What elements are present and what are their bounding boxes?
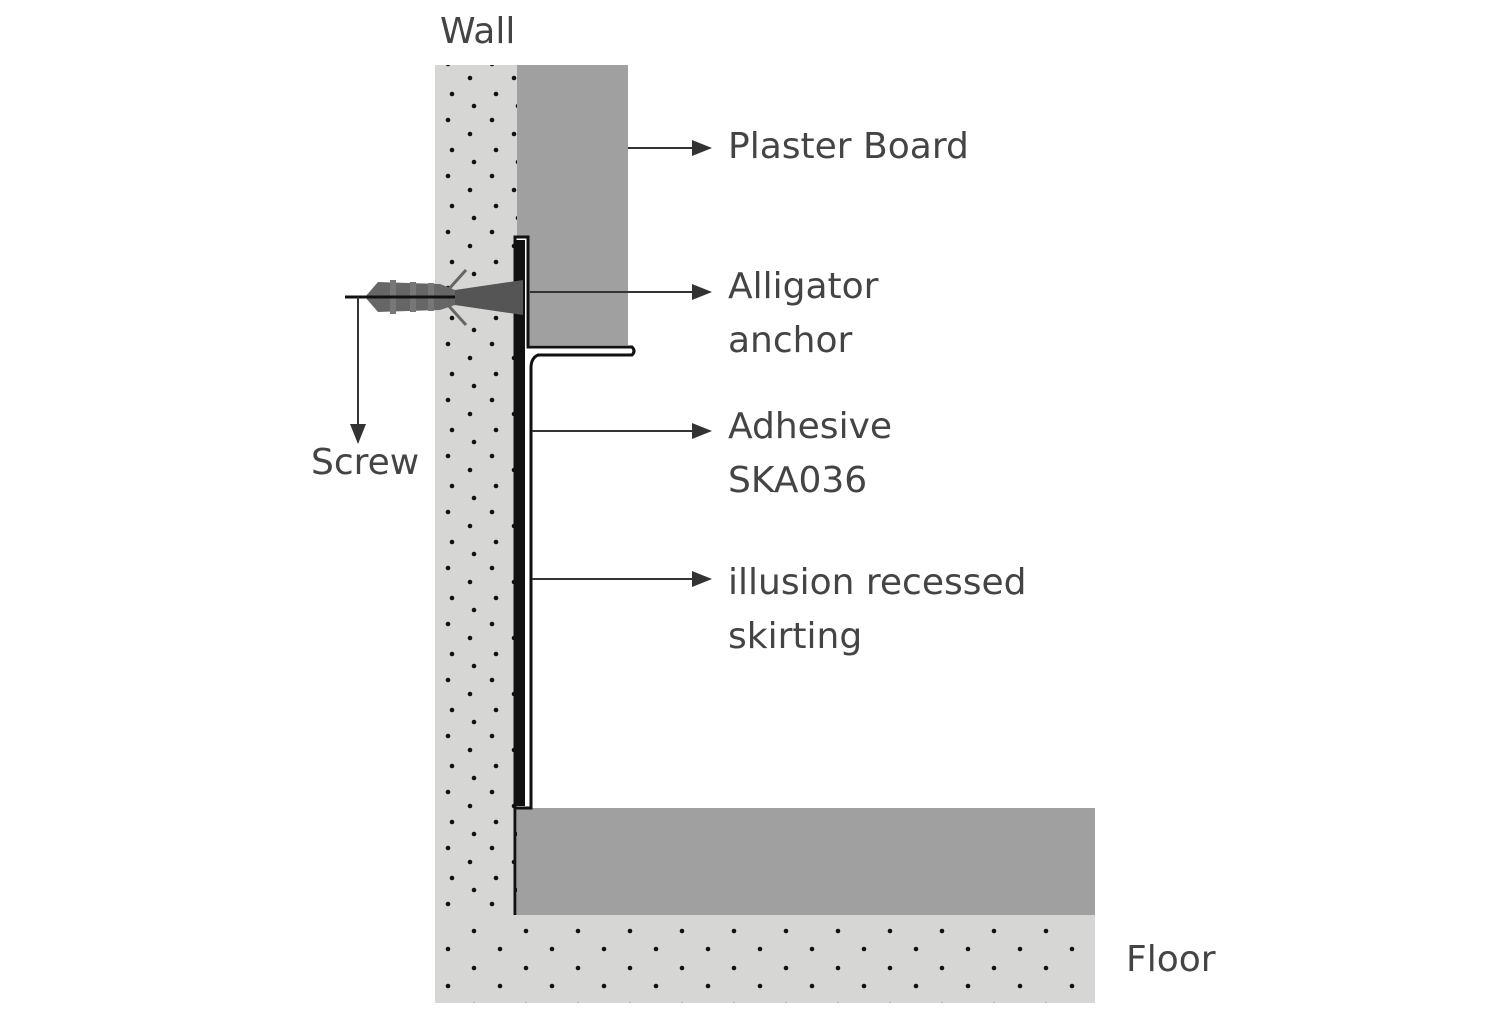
label-wall: Wall [440,11,516,52]
label-adhesive-1: Adhesive [728,406,893,447]
alligator-anchor-screw [345,268,523,327]
label-skirting-2: skirting [728,616,863,657]
label-plaster-board: Plaster Board [728,126,969,167]
floor-screed [517,808,1095,915]
label-screw: Screw [311,442,420,483]
label-floor: Floor [1126,939,1216,980]
label-adhesive-2: SKA036 [728,460,868,501]
wall-concrete [435,65,517,915]
label-skirting-1: illusion recessed [728,562,1027,603]
label-alligator-2: anchor [728,320,853,361]
skirting-profile [513,235,636,810]
label-alligator-1: Alligator [728,266,879,307]
floor-concrete [435,915,1095,1003]
plaster-board [517,65,628,345]
